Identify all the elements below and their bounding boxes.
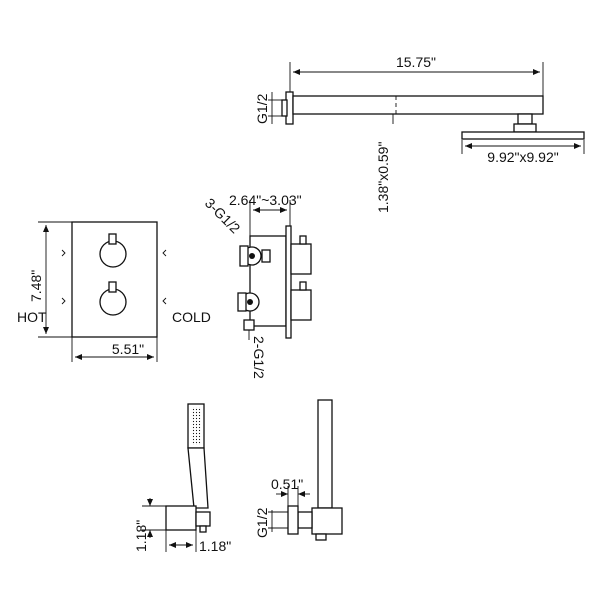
plate-width-label: 5.51"	[112, 341, 144, 357]
side-outlet-nut	[315, 533, 327, 541]
cold-label: COLD	[172, 309, 211, 325]
shower-arm-group: 15.75" G1/2 1.38"x0.59" 9.92"x9.92"	[254, 54, 585, 213]
handshower-holder-outlet	[195, 511, 211, 527]
valve-mount-plate	[285, 225, 292, 339]
arm-thread-label: G1/2	[254, 93, 270, 124]
indicator-left-bottom	[61, 297, 66, 305]
arm-length-label: 15.75"	[396, 54, 436, 70]
indicator-left-top	[61, 249, 66, 257]
shower-head	[461, 131, 585, 140]
valve-inlet-nipple	[237, 292, 247, 312]
arm-section-label: 1.38"x0.59"	[375, 142, 391, 213]
side-outlet-elbow	[297, 511, 313, 529]
holder-width-label: 1.18"	[199, 538, 231, 554]
side-thread-label: G1/2	[254, 507, 270, 538]
holder-height-label: 1.18"	[133, 520, 149, 552]
temperature-handle	[99, 240, 127, 268]
valve-outlet-port-top-bore	[249, 253, 255, 259]
valve-outlet-nipple-top	[239, 245, 249, 267]
valve-cartridge-top-spindle	[299, 235, 307, 245]
valve-cartridge-bottom	[290, 289, 312, 321]
temperature-handle-lever	[108, 233, 117, 245]
valve-outlet-nipple-side	[261, 249, 271, 263]
handshower-side	[317, 399, 333, 509]
head-connector	[517, 113, 533, 125]
valve-inlet-port-bore	[247, 299, 253, 305]
trim-plate-group: 7.48" 5.51" HOT COLD	[17, 221, 211, 362]
valve-cartridge-top	[290, 243, 312, 275]
plate-height-label: 7.48"	[28, 270, 44, 302]
indicator-right-bottom	[162, 297, 167, 305]
valve-body-group: 2.64"~3.03" 3-G1/2 2-G1/2	[202, 192, 312, 379]
valve-inlets-label: 2-G1/2	[251, 336, 267, 379]
handshower-holder	[165, 505, 197, 531]
handshower-spray-face	[191, 407, 201, 445]
side-outlet-flange	[287, 505, 299, 535]
head-size-label: 9.92"x9.92"	[487, 149, 558, 165]
handshower-holder-nut	[199, 525, 207, 533]
indicator-right-top	[162, 249, 167, 257]
volume-handle-lever	[108, 281, 117, 293]
arm-thread-stub	[281, 99, 288, 117]
valve-bottom-outlet	[243, 319, 255, 331]
side-holder-body	[311, 507, 343, 535]
offset-label: 0.51"	[271, 476, 303, 492]
valve-depth-label: 2.64"~3.03"	[229, 192, 302, 208]
volume-handle	[99, 288, 127, 316]
side-outlet-group: 0.51" G1/2	[254, 399, 343, 541]
handshower-handle	[187, 447, 209, 509]
hot-label: HOT	[17, 309, 47, 325]
valve-cartridge-bottom-spindle	[299, 281, 307, 291]
arm-tube	[292, 95, 544, 115]
head-connector-nut	[513, 123, 537, 133]
handshower-group: 1.18" 1.18"	[133, 403, 231, 554]
